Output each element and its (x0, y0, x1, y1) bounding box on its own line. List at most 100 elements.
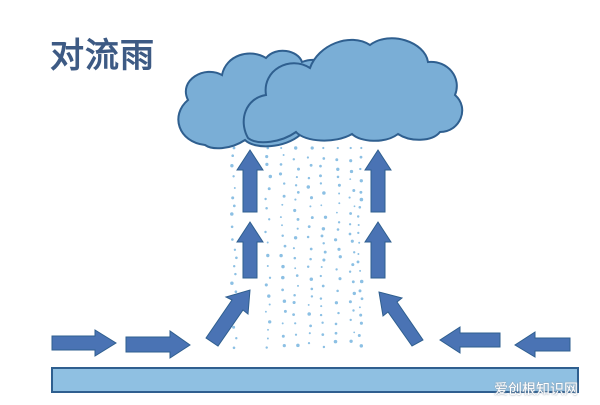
rain-drop (319, 274, 322, 278)
rain-drop (336, 228, 340, 231)
rain-drop (295, 274, 299, 277)
rain-drop (233, 248, 237, 251)
rain-drop (360, 297, 364, 301)
rain-drop (283, 182, 286, 185)
rain-drop (307, 303, 310, 306)
rain-drop (267, 187, 271, 191)
rain-drop (294, 267, 297, 270)
rain-drop (348, 232, 352, 236)
rain-drop (310, 216, 314, 220)
rain-drop (359, 155, 363, 159)
rain-drop (282, 299, 287, 303)
rain-drop (307, 225, 311, 229)
rain-drop (268, 174, 273, 179)
rain-drop (268, 320, 272, 324)
rain-drop (334, 331, 338, 335)
rain-drop (283, 244, 287, 248)
rain-drop (281, 234, 284, 238)
rain-drop (356, 215, 360, 218)
rain-drop (358, 206, 362, 209)
rain-drop (322, 242, 325, 245)
rain-drop (359, 321, 363, 325)
rain-drop (232, 175, 235, 178)
rain-drop (232, 146, 236, 150)
rain-drop (235, 256, 238, 260)
rain-drop (231, 154, 234, 157)
rain-drop (279, 216, 282, 219)
rain-drop (306, 235, 310, 239)
rain-drop (280, 146, 283, 150)
rain-drop (333, 238, 338, 242)
rain-drop (352, 309, 355, 312)
rain-drop (296, 227, 299, 230)
rain-drop (230, 212, 234, 216)
rain-drop (348, 223, 352, 226)
rain-drop (266, 264, 269, 268)
arrow-up-right-icon (205, 289, 251, 347)
rain-drop (264, 230, 267, 234)
rain-drop (278, 172, 283, 176)
rain-drop (353, 251, 356, 254)
rain-drop (358, 241, 361, 244)
rain-drop (231, 238, 234, 241)
rain-drop (281, 322, 284, 325)
rain-drop (310, 295, 314, 298)
rain-drop (292, 247, 295, 250)
rain-drop (293, 294, 296, 297)
rain-drop (294, 333, 298, 336)
rain-drop (322, 157, 326, 160)
rain-drop (319, 297, 323, 300)
rain-drop (309, 247, 313, 251)
rain-drop (351, 280, 355, 284)
rain-drop (293, 236, 298, 240)
rain-drop (309, 163, 313, 167)
rain-drop (336, 175, 340, 179)
rain-drop (309, 196, 314, 200)
rain-drop (296, 217, 300, 221)
rain-drop (319, 174, 322, 178)
rain-drop (265, 155, 269, 159)
rain-drop (310, 146, 314, 150)
rain-drop (359, 279, 364, 284)
rain-drop (323, 215, 328, 219)
rain-drop (322, 258, 326, 262)
rain-drop (230, 225, 234, 229)
rain-drop (322, 146, 325, 150)
rain-drop (292, 313, 295, 316)
rain-drop (348, 196, 351, 199)
rain-drop (337, 247, 341, 251)
rain-drop (265, 206, 268, 210)
rain-drop (348, 300, 352, 304)
rain-drop (336, 211, 338, 214)
rain-drop (281, 224, 283, 227)
rain-drop (308, 332, 311, 335)
rain-drop (357, 334, 361, 337)
rain-drop (266, 337, 269, 340)
rain-drop (359, 167, 362, 171)
rain-drop (281, 203, 284, 206)
rain-drop (295, 176, 298, 179)
rain-drop (352, 189, 356, 192)
rain-drop (349, 159, 353, 163)
ground-bar (51, 367, 579, 393)
arrow-right-icon (51, 329, 117, 357)
rain-drop (264, 310, 267, 313)
rain-drop (309, 257, 312, 261)
rain-drop (296, 191, 300, 194)
rain-drop (307, 312, 311, 316)
rain-drop (279, 163, 283, 166)
rain-drop (307, 176, 311, 180)
rain-drop (235, 337, 238, 340)
rain-drop (319, 164, 322, 168)
rain-drop (350, 239, 354, 243)
rain-drop (335, 158, 339, 162)
rain-drop (320, 234, 324, 238)
rain-drop (320, 305, 323, 308)
rain-drop (264, 283, 268, 287)
rain-drop (353, 331, 356, 334)
rain-drop (230, 164, 234, 168)
rain-drop (337, 183, 341, 187)
rain-drop (322, 345, 326, 349)
rain-drop (349, 318, 352, 322)
